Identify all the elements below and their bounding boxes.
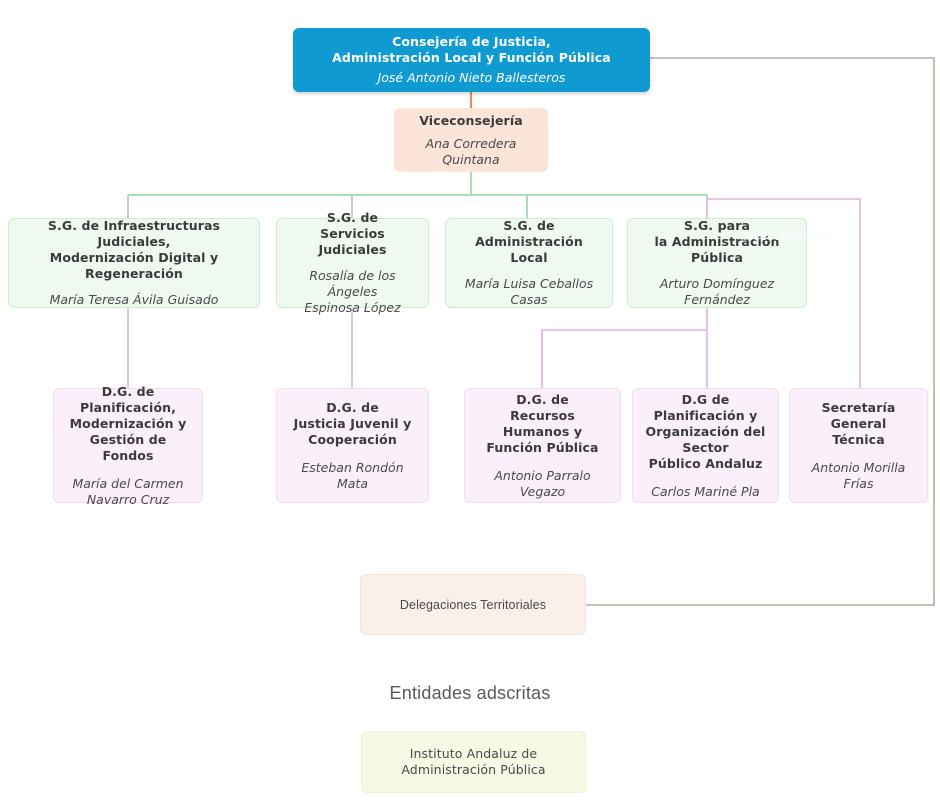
node-sg-4-title: S.G. para la Administración Pública	[654, 218, 780, 265]
connector-sg4-to-dg-recursos-humanos	[541, 329, 707, 388]
node-entidad-1-title: Instituto Andaluz de Administración Públ…	[401, 746, 546, 777]
node-secretaria-general-tecnica[interactable]: Secretaría General Técnica Antonio Moril…	[789, 388, 928, 503]
node-dg-planificacion-sector-publico[interactable]: D.G de Planificación y Organización del …	[632, 388, 779, 503]
node-dg-3-person: Antonio Parralo Vegazo	[494, 467, 591, 499]
node-viceconsejeria[interactable]: Viceconsejería Ana Corredera Quintana	[394, 108, 548, 172]
node-consejeria-person: José Antonio Nieto Ballesteros	[377, 70, 566, 85]
node-dg-4-person: Carlos Mariné Pla	[651, 483, 760, 499]
node-consejeria[interactable]: Consejería de Justicia, Administración L…	[293, 28, 650, 92]
node-sg-1-title: S.G. de Infraestructuras Judiciales, Mod…	[47, 218, 221, 281]
node-dg-4-title: D.G de Planificación y Organización del …	[645, 391, 766, 471]
node-sg-1-person: María Teresa Ávila Guisado	[49, 292, 219, 307]
section-heading-entidades-adscritas: Entidades adscritas	[389, 683, 551, 703]
node-dg-2-title: D.G. de Justicia Juvenil y Cooperación	[293, 399, 412, 447]
node-sg-3-person: María Luisa Ceballos Casas	[464, 276, 594, 307]
node-dg-5-person: Antonio Morilla Frías	[811, 459, 906, 491]
node-sg-4-person: Arturo Domínguez Fernández	[659, 276, 775, 307]
node-sg-2-title: S.G. de Servicios Judiciales	[318, 210, 387, 257]
node-dg-3-title: D.G. de Recursos Humanos y Función Públi…	[486, 391, 599, 455]
node-dg-1-title: D.G. de Planificación, Modernización y G…	[69, 383, 187, 463]
connector-consejeria-to-delegaciones	[586, 57, 935, 606]
node-delegaciones-title: Delegaciones Territoriales	[399, 597, 547, 612]
node-sg-servicios-judiciales[interactable]: S.G. de Servicios Judiciales Rosalía de …	[276, 210, 429, 315]
node-dg-justicia-juvenil[interactable]: D.G. de Justicia Juvenil y Cooperación E…	[276, 388, 429, 503]
node-sg-infraestructuras-judiciales[interactable]: S.G. de Infraestructuras Judiciales, Mod…	[8, 218, 260, 308]
node-dg-1-person: María del Carmen Navarro Cruz	[72, 475, 184, 507]
node-delegaciones-territoriales[interactable]: Delegaciones Territoriales	[360, 574, 586, 635]
node-dg-2-person: Esteban Rondón Mata	[301, 459, 404, 491]
node-viceconsejeria-title: Viceconsejería	[419, 112, 523, 128]
node-dg-recursos-humanos[interactable]: D.G. de Recursos Humanos y Función Públi…	[464, 388, 621, 503]
node-consejeria-title: Consejería de Justicia, Administración L…	[332, 34, 611, 65]
node-sg-administracion-local[interactable]: S.G. de Administración Local María Luisa…	[445, 218, 613, 308]
node-dg-5-title: Secretaría General Técnica	[821, 399, 896, 447]
node-dg-planificacion-modernizacion[interactable]: D.G. de Planificación, Modernización y G…	[53, 384, 203, 507]
node-viceconsejeria-person: Ana Corredera Quintana	[425, 135, 517, 167]
node-sg-administracion-publica[interactable]: S.G. para la Administración Pública Artu…	[627, 218, 807, 308]
node-sg-2-person: Rosalía de los Ángeles Espinosa López	[304, 268, 401, 315]
watermark-text: Viceconsejería	[742, 229, 830, 243]
node-sg-3-title: S.G. de Administración Local	[475, 218, 583, 265]
node-instituto-andaluz-administracion-publica[interactable]: Instituto Andaluz de Administración Públ…	[361, 731, 586, 793]
